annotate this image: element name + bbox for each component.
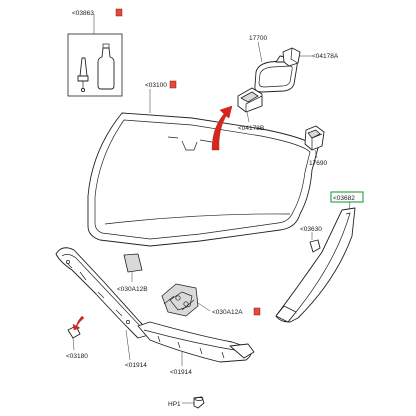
label-04178B: <04178B [238, 125, 264, 132]
label-01914-right: <01914 [170, 369, 192, 376]
rear-view-mirror: 17700 <04178A [249, 35, 339, 93]
sealant-bottle [97, 47, 115, 90]
label-030A12A: <030A12A [212, 309, 243, 316]
label-HP1: HP1 [168, 401, 181, 408]
label-04178A: <04178A [312, 53, 339, 60]
label-03630: <03630 [300, 226, 322, 233]
label-030A12B: <030A12B [117, 286, 148, 293]
reference-tag-03100 [169, 80, 177, 89]
label-03863: <03863 [72, 10, 94, 17]
cowl-panel-right: <01914 [137, 321, 255, 376]
label-03100: <03100 [145, 82, 167, 89]
label-17690: 17690 [309, 160, 327, 167]
adhesive-pad: <030A12B [117, 253, 148, 293]
label-03180: <03180 [66, 353, 88, 360]
rain-sensor: 17690 [304, 125, 327, 167]
label-01914-left: <01914 [125, 362, 147, 369]
sealant-kit: <03863 [67, 8, 123, 97]
moulding-clip [309, 239, 321, 253]
hp1-plug: HP1 [168, 396, 205, 409]
reference-tag-030A12A [253, 307, 261, 316]
mirror-mount-clip-b: <04178B [237, 87, 264, 132]
cowl-panel-left: <01914 [55, 247, 153, 369]
reference-tag-03863 [115, 8, 123, 17]
label-03682: <03682 [333, 195, 355, 202]
cowl-bracket: <030A12A [161, 283, 261, 317]
cowl-clip: <03180 [66, 315, 88, 360]
highlight-box-03682 [330, 191, 364, 203]
windshield-glass [87, 112, 319, 247]
moulding-strip [275, 207, 356, 323]
fitting-arrow [211, 105, 233, 151]
label-17700: 17700 [249, 35, 267, 42]
a-pillar-moulding: <03682 <03630 [275, 191, 364, 323]
windshield: <03100 [87, 80, 319, 247]
